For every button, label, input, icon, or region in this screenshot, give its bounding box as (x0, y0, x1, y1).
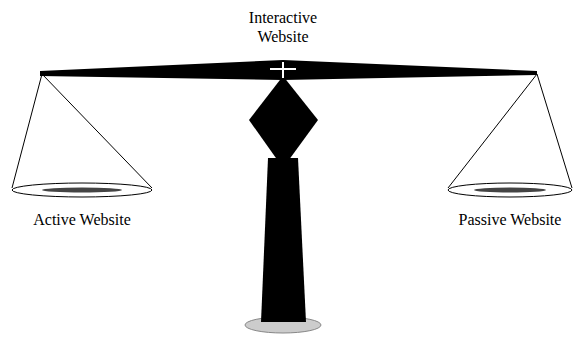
top-label: Interactive Website (228, 8, 338, 46)
left-pan-bar (42, 188, 122, 193)
beam-line (40, 72, 537, 73)
pivot-cross (282, 62, 284, 78)
scale-column (261, 158, 306, 322)
left-pan (12, 183, 152, 197)
right-pan-bar (474, 188, 546, 193)
pan-label: Passive Website (455, 210, 565, 229)
right-pan-string (448, 74, 537, 188)
scale-beam (40, 60, 537, 80)
scale-pivot-diamond (249, 76, 318, 168)
right-pan-string (537, 74, 572, 188)
left-pan-string (42, 74, 152, 188)
right-pan (448, 183, 572, 197)
pan-label: Active Website (27, 210, 137, 229)
left-pan-string (12, 74, 42, 188)
